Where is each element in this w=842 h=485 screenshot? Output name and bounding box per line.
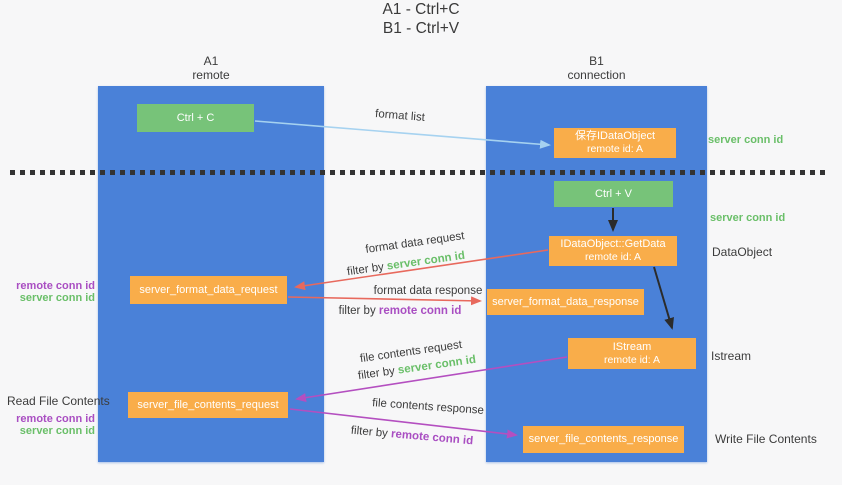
- title-line-2: B1 - Ctrl+V: [382, 20, 460, 37]
- node-istream-line1: IStream: [612, 340, 652, 353]
- node-format-response-label: server_format_data_response: [492, 295, 639, 308]
- annotation-istream: Istream: [711, 349, 752, 363]
- title-line-1: A1 - Ctrl+C: [382, 1, 460, 18]
- annotation-read-file-contents: Read File Contents: [7, 394, 110, 408]
- node-ctrl-c-label: Ctrl + C: [176, 111, 215, 124]
- node-file-request-label: server_file_contents_request: [137, 398, 279, 411]
- filter-by-text: filter by: [346, 261, 385, 279]
- phase-divider-dashed-line: [10, 170, 825, 175]
- node-server-file-contents-request: server_file_contents_request: [128, 392, 288, 418]
- filter-by-text: filter by: [357, 365, 396, 383]
- node-save-dataobject-line2: remote id: A: [586, 143, 644, 155]
- annotation-dataobject: DataObject: [712, 245, 773, 259]
- annotation-conn-ids-file: remote conn id server conn id: [0, 413, 95, 437]
- filter-by-text: filter by: [338, 305, 376, 317]
- node-save-dataobject-line1: 保存IDataObject: [574, 130, 656, 142]
- node-ctrl-c: Ctrl + C: [137, 104, 254, 132]
- left-column-header: A1 remote: [98, 54, 324, 82]
- diagram-title: A1 - Ctrl+C B1 - Ctrl+V: [0, 0, 842, 38]
- label-filter-by-remote-2: filter by remote conn id: [350, 425, 473, 448]
- node-server-format-data-response: server_format_data_response: [487, 289, 644, 315]
- label-file-contents-response: file contents response: [371, 397, 485, 417]
- annotation-server-conn-id-1: server conn id: [19, 292, 95, 304]
- node-ctrl-v: Ctrl + V: [554, 181, 673, 207]
- node-server-format-data-request: server_format_data_request: [130, 276, 287, 304]
- annotation-write-file-contents: Write File Contents: [715, 432, 817, 446]
- annotation-server-conn-id-2: server conn id: [19, 425, 95, 437]
- remote-conn-id-text: remote conn id: [378, 305, 462, 317]
- node-file-response-label: server_file_contents_response: [528, 433, 679, 445]
- label-filter-by-server-1: filter by server conn id: [346, 250, 465, 278]
- right-column-name: B1: [589, 54, 604, 68]
- right-column-role: connection: [567, 68, 626, 82]
- label-filter-by-remote-1: filter by remote conn id: [339, 305, 462, 317]
- node-server-file-contents-response: server_file_contents_response: [523, 426, 684, 453]
- node-ctrl-v-label: Ctrl + V: [595, 187, 632, 200]
- right-column-header: B1 connection: [486, 54, 707, 82]
- remote-conn-id-text: remote conn id: [390, 428, 474, 448]
- node-getdata-line1: IDataObject::GetData: [560, 238, 666, 250]
- annotation-remote-conn-id-2: remote conn id: [16, 413, 95, 425]
- annotation-remote-conn-id-1: remote conn id: [16, 280, 95, 292]
- label-format-data-response: format data response: [373, 285, 483, 297]
- label-format-list: format list: [374, 108, 426, 124]
- node-idataobject-getdata: IDataObject::GetData remote id: A: [549, 236, 677, 266]
- server-conn-id-text: server conn id: [386, 249, 466, 273]
- node-istream-line2: remote id: A: [603, 353, 661, 366]
- annotation-server-conn-id-mid: server conn id: [710, 212, 786, 224]
- node-save-dataobject: 保存IDataObject remote id: A: [554, 128, 676, 158]
- left-column-role: remote: [192, 68, 230, 82]
- node-format-request-label: server_format_data_request: [139, 283, 278, 296]
- filter-by-text: filter by: [350, 424, 389, 440]
- node-istream: IStream remote id: A: [568, 338, 696, 369]
- annotation-server-conn-id-top: server conn id: [708, 134, 784, 146]
- annotation-conn-ids-format: remote conn id server conn id: [0, 280, 95, 304]
- node-getdata-line2: remote id: A: [584, 251, 642, 263]
- left-column-name: A1: [203, 54, 219, 68]
